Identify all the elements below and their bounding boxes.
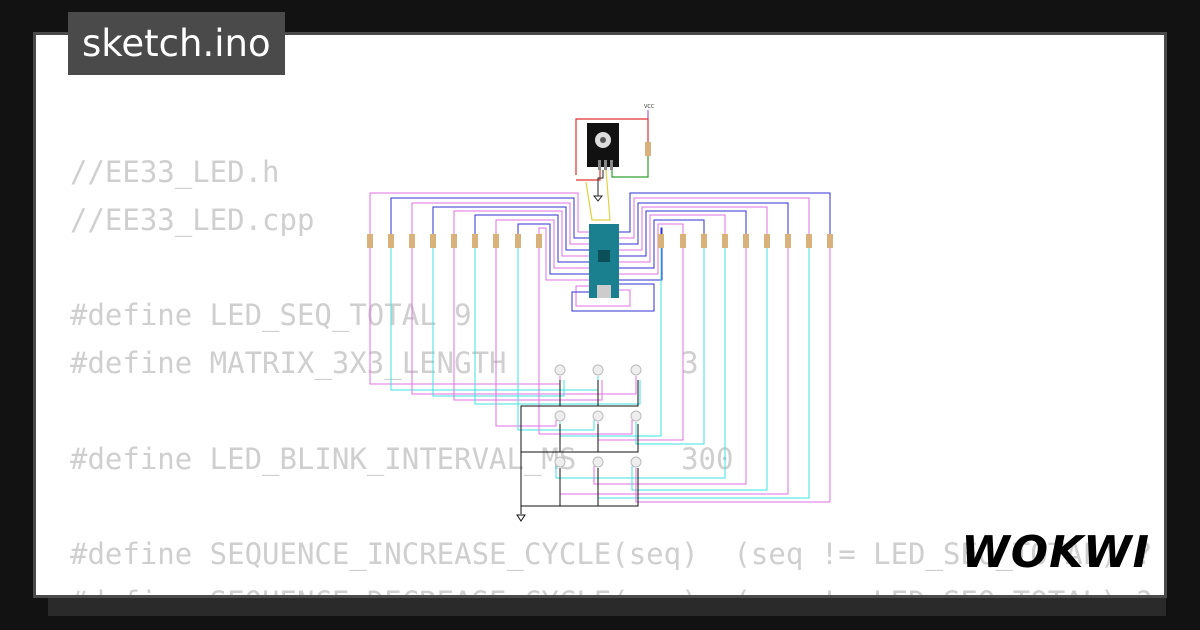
encoder-module bbox=[587, 123, 619, 170]
code-line: //EE33_LED.cpp bbox=[70, 202, 315, 237]
arduino-nano-board bbox=[589, 224, 619, 298]
code-line: #define SEQUENCE_DECREASE_CYCLE(seq) (se… bbox=[70, 579, 1164, 595]
code-line: #define SEQUENCE_INCREASE_CYCLE(seq) (se… bbox=[70, 537, 1167, 572]
file-name-label: sketch.ino bbox=[68, 12, 285, 75]
resistor-row-left bbox=[367, 234, 542, 248]
pullup-resistor bbox=[645, 142, 651, 156]
vcc-label: VCC bbox=[644, 104, 655, 110]
code-line: #define LED_BLINK_INTERVAL_MS 300 bbox=[70, 441, 734, 476]
card-shadow bbox=[48, 598, 1166, 616]
code-line: #define MATRIX_3X3_LENGTH 3 bbox=[70, 346, 699, 381]
code-line: //EE33_LED.h bbox=[70, 155, 280, 189]
led-matrix-3x3 bbox=[554, 364, 642, 468]
resistor-row-right bbox=[658, 234, 833, 248]
preview-card: //EE33_LED.h //EE33_LED.cpp #define LED_SE… bbox=[33, 32, 1167, 598]
code-preview: //EE33_LED.h //EE33_LED.cpp #define LED_SE… bbox=[70, 149, 1167, 595]
code-line: #define LED_SEQ_TOTAL 9 bbox=[70, 298, 472, 333]
wokwi-logo: WOKWI bbox=[961, 527, 1150, 578]
